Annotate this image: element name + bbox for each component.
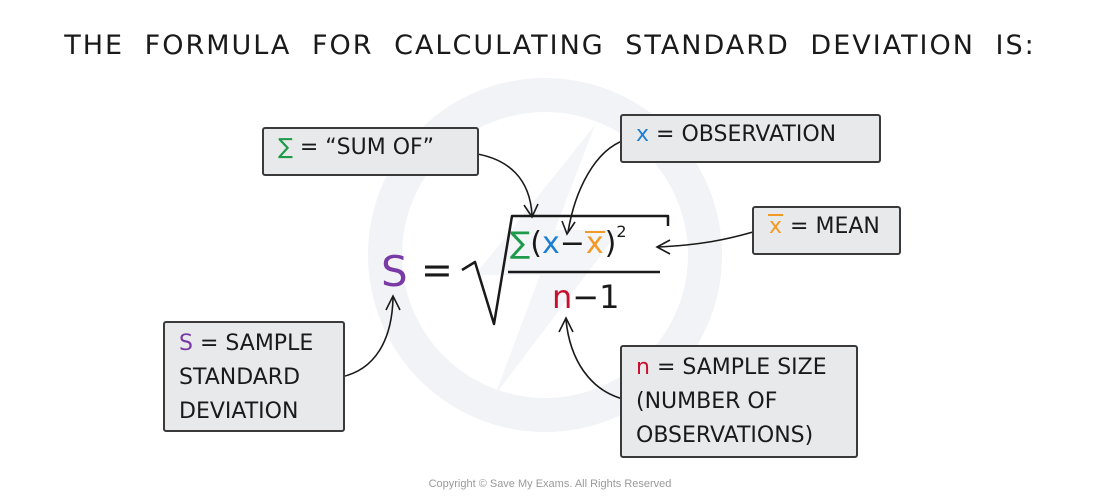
formula-n: n [552,278,573,316]
copyright-notice: Copyright © Save My Exams. All Rights Re… [428,478,672,490]
label-sample-size-symbol: n [636,355,650,380]
formula-numerator: ∑(x−x)2 [510,222,627,261]
label-observation-symbol: x [636,122,650,147]
page-title: THE FORMULA FOR CALCULATING STANDARD DEV… [64,30,1036,61]
formula-den-rest: −1 [572,278,620,316]
label-observation: x = OBSERVATION [620,114,881,163]
formula-xbar: x [584,226,605,261]
formula-equals: = [421,248,453,292]
label-sum-of: ∑ = “SUM OF” [262,127,479,176]
formula-denominator: n−1 [552,278,619,316]
arrow-observation [567,139,626,233]
watermark-logo [368,78,722,432]
label-sample-size-line3: OBSERVATIONS) [636,423,814,448]
formula-open-paren: ( [530,226,542,261]
label-sum-of-symbol: ∑ [278,135,293,160]
formula-minus: − [559,226,585,261]
label-sample-sd: S = SAMPLE STANDARD DEVIATION [163,321,345,432]
label-sample-size-line1: = SAMPLE SIZE [656,355,827,380]
label-sample-size-line2: (NUMBER OF [636,389,778,414]
label-mean-text: = MEAN [790,214,880,239]
radical-sign [461,214,670,326]
formula-close-paren: ) [604,226,617,261]
label-observation-text: = OBSERVATION [656,122,837,147]
formula-sigma: ∑ [510,226,531,261]
label-mean-symbol: x [768,214,784,239]
formula-s: S [381,247,408,296]
arrow-sample-size [565,319,624,400]
formula-squared: 2 [616,222,627,241]
arrow-sum-of [470,152,533,216]
label-sample-sd-line3: DEVIATION [179,399,299,424]
label-mean: x = MEAN [752,206,901,255]
label-sum-of-text: = “SUM OF” [299,135,435,160]
label-sample-sd-line2: STANDARD [179,365,301,390]
label-sample-sd-line1: = SAMPLE [199,331,314,356]
formula-x: x [541,226,560,261]
arrow-sample-sd [340,297,394,378]
arrow-mean [657,231,754,248]
label-sample-sd-symbol: S [179,331,193,356]
label-sample-size: n = SAMPLE SIZE (NUMBER OF OBSERVATIONS) [620,345,858,458]
